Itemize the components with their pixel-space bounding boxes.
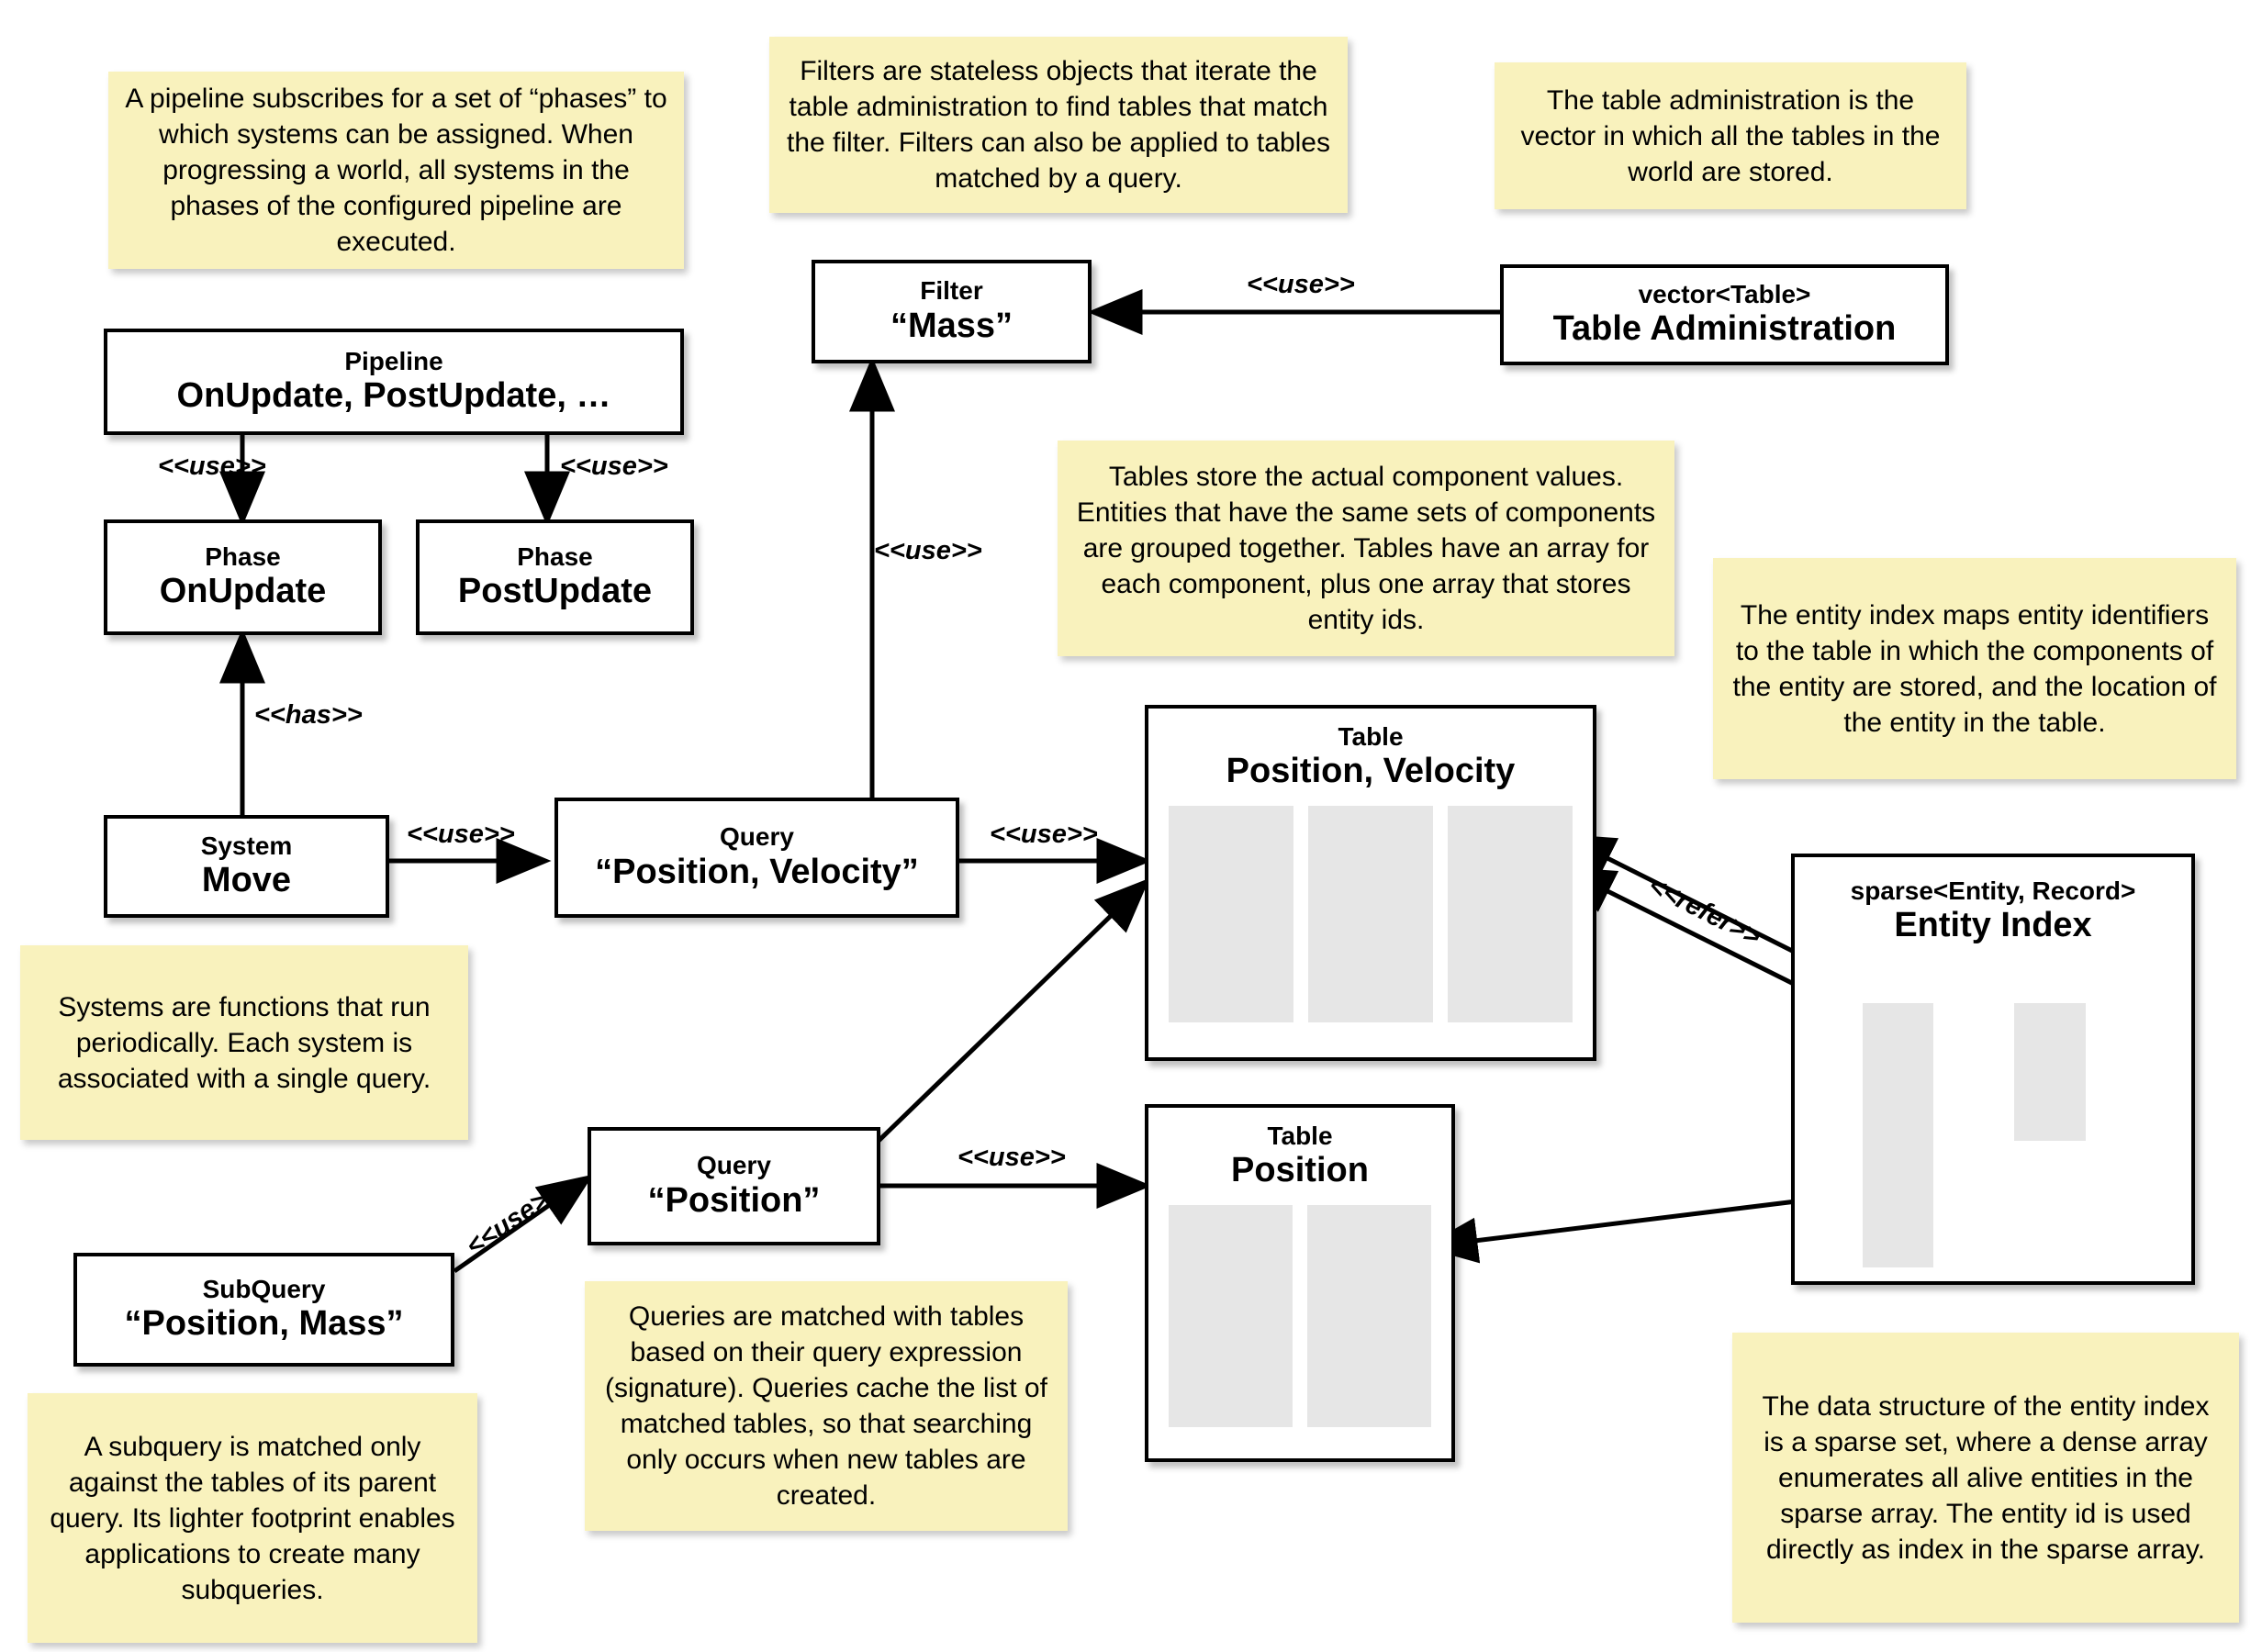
- table-p-columns: [1148, 1205, 1451, 1427]
- subquery-stereotype: SubQuery: [202, 1274, 326, 1303]
- edge-label-pipeline-phase-postupdate: <<use>>: [560, 452, 668, 481]
- edge-query-p-uses-table-pv: [875, 877, 1150, 1144]
- box-phase-onupdate[interactable]: Phase OnUpdate: [104, 519, 382, 635]
- table-pv-stereotype: Table: [1338, 722, 1404, 751]
- note-filter: Filters are stateless objects that itera…: [769, 37, 1348, 213]
- subquery-title: “Position, Mass”: [124, 1304, 404, 1344]
- box-filter-mass[interactable]: Filter “Mass”: [812, 260, 1092, 363]
- table-admin-stereotype: vector<Table>: [1638, 279, 1811, 308]
- entity-index-sparse-array: [1863, 1003, 1933, 1267]
- pipeline-stereotype: Pipeline: [344, 346, 443, 375]
- note-table-administration: The table administration is the vector i…: [1495, 62, 1966, 209]
- filter-title: “Mass”: [890, 306, 1013, 345]
- box-table-administration[interactable]: vector<Table> Table Administration: [1500, 264, 1949, 365]
- edge-label-query-pv-uses-table: <<use>>: [990, 820, 1098, 849]
- entity-index-title: Entity Index: [1894, 906, 2092, 945]
- edge-label-index-refers-table: <<refer>>: [1643, 871, 1765, 953]
- filter-stereotype: Filter: [920, 276, 983, 306]
- table-pv-column-1: [1308, 806, 1433, 1022]
- system-move-title: Move: [201, 861, 292, 900]
- table-pv-column-0: [1169, 806, 1293, 1022]
- edge-label-system-has-phase: <<has>>: [254, 700, 363, 730]
- box-subquery-position-mass[interactable]: SubQuery “Position, Mass”: [73, 1253, 454, 1367]
- query-pv-title: “Position, Velocity”: [595, 852, 919, 891]
- table-admin-title: Table Administration: [1552, 309, 1897, 349]
- note-entity-index: The entity index maps entity identifiers…: [1713, 558, 2236, 779]
- phase-postupdate-title: PostUpdate: [457, 572, 653, 611]
- table-p-title: Position: [1231, 1151, 1369, 1190]
- table-pv-title: Position, Velocity: [1226, 752, 1516, 791]
- system-move-stereotype: System: [200, 831, 293, 860]
- table-p-stereotype: Table: [1267, 1122, 1333, 1150]
- pipeline-title: OnUpdate, PostUpdate, …: [176, 376, 611, 416]
- query-pv-stereotype: Query: [720, 822, 794, 852]
- phase-postupdate-stereotype: Phase: [517, 541, 593, 571]
- table-p-column-0: [1169, 1205, 1293, 1427]
- edge-label-query-uses-filter: <<use>>: [874, 536, 982, 565]
- box-query-position[interactable]: Query “Position”: [588, 1127, 880, 1245]
- table-pv-column-2: [1448, 806, 1573, 1022]
- phase-onupdate-stereotype: Phase: [205, 541, 281, 571]
- box-entity-index[interactable]: sparse<Entity, Record> Entity Index: [1791, 854, 2195, 1285]
- note-subquery: A subquery is matched only against the t…: [28, 1393, 477, 1643]
- table-p-column-1: [1307, 1205, 1431, 1427]
- box-query-position-velocity[interactable]: Query “Position, Velocity”: [554, 798, 959, 918]
- entity-index-dense-array: [2014, 1003, 2086, 1141]
- edge-label-subquery-uses-query: <<use>>: [461, 1177, 567, 1262]
- table-pv-columns: [1148, 806, 1593, 1022]
- box-phase-postupdate[interactable]: Phase PostUpdate: [416, 519, 694, 635]
- edge-label-query-p-uses-table: <<use>>: [957, 1143, 1066, 1172]
- query-p-title: “Position”: [647, 1180, 821, 1220]
- note-sparse-set: The data structure of the entity index i…: [1732, 1333, 2239, 1623]
- note-pipeline: A pipeline subscribes for a set of “phas…: [108, 72, 684, 269]
- box-table-position[interactable]: Table Position: [1145, 1104, 1455, 1462]
- edge-label-admin-uses-filter: <<use>>: [1247, 270, 1355, 299]
- note-systems: Systems are functions that run periodica…: [20, 945, 468, 1140]
- note-queries: Queries are matched with tables based on…: [585, 1281, 1068, 1531]
- edge-label-system-uses-query: <<use>>: [407, 820, 515, 849]
- box-system-move[interactable]: System Move: [104, 815, 389, 918]
- phase-onupdate-title: OnUpdate: [159, 572, 327, 611]
- entity-index-stereotype: sparse<Entity, Record>: [1850, 876, 2136, 905]
- box-table-position-velocity[interactable]: Table Position, Velocity: [1145, 705, 1596, 1061]
- query-p-stereotype: Query: [697, 1151, 771, 1180]
- box-pipeline[interactable]: Pipeline OnUpdate, PostUpdate, …: [104, 329, 684, 435]
- edge-label-pipeline-phase-onupdate: <<use>>: [158, 452, 266, 481]
- note-tables: Tables store the actual component values…: [1058, 441, 1674, 656]
